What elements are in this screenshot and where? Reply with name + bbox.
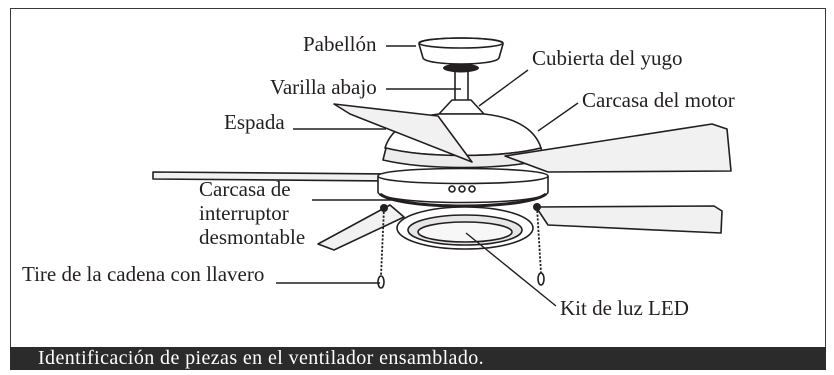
label-switch-housing-line-1: Carcasa de — [199, 177, 291, 201]
caption-bar: Identificación de piezas en el ventilado… — [10, 347, 826, 370]
switch-dot-3 — [468, 185, 476, 193]
leader-yoke-cover — [478, 69, 529, 107]
canopy-collar — [443, 63, 479, 73]
figure-caption: Identificación de piezas en el ventilado… — [38, 347, 485, 369]
label-blade: Espada — [224, 110, 285, 134]
canopy-rim — [418, 37, 504, 49]
blade-lower-left — [317, 204, 405, 251]
leader-motor-housing — [537, 102, 579, 132]
label-pull-chain: Tire de la cadena con llavero — [22, 262, 264, 286]
label-switch-housing-line-2: interruptor — [199, 201, 289, 225]
label-yoke-cover: Cubierta del yugo — [532, 46, 682, 70]
label-motor-housing: Carcasa del motor — [582, 88, 735, 112]
pull-chain-right-grommet — [533, 203, 541, 211]
switch-dot-2 — [458, 185, 466, 193]
switch-dot-1 — [448, 185, 456, 193]
led-lens — [417, 221, 513, 243]
yoke-cover — [438, 99, 485, 115]
chain-fob-left — [377, 275, 385, 289]
label-downrod: Varilla abajo — [270, 75, 377, 99]
label-led-light-kit: Kit de luz LED — [560, 296, 689, 320]
label-switch-housing-line-3: desmontable — [199, 225, 305, 249]
pull-chain-right — [536, 206, 542, 274]
switch-housing-trim — [379, 192, 547, 208]
label-canopy: Pabellón — [303, 32, 377, 56]
blade-right — [504, 123, 732, 173]
blade-upper-left — [333, 103, 473, 163]
chain-fob-right — [537, 272, 545, 286]
leader-led-kit — [465, 232, 557, 307]
canopy — [418, 37, 504, 65]
switch-housing-rim — [377, 175, 549, 185]
pull-chain-left-grommet — [380, 204, 388, 212]
blade-lower-right — [535, 205, 723, 234]
downrod — [454, 69, 469, 105]
